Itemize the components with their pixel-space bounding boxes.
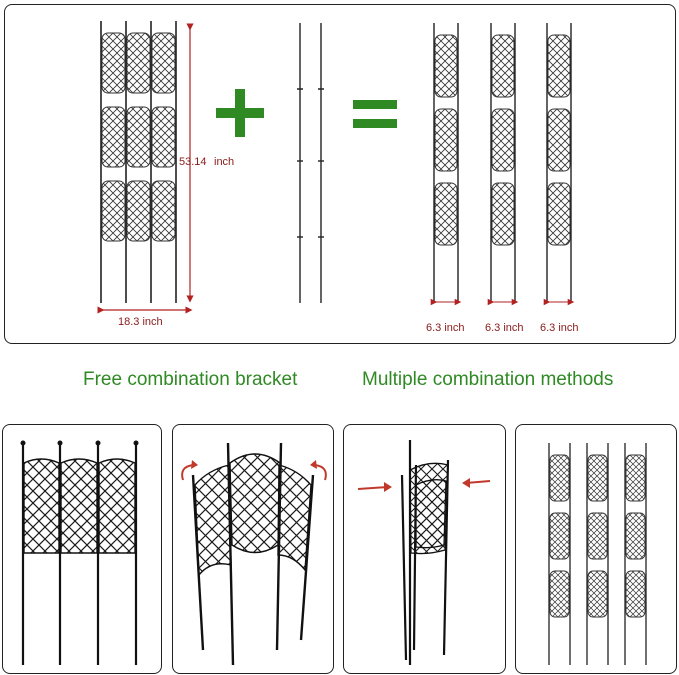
single-trellis-3	[546, 23, 572, 303]
full-trellis	[100, 21, 177, 303]
single-trellis-2	[490, 23, 516, 303]
height-value-label: 53.14	[179, 156, 207, 168]
height-unit-label: inch	[214, 156, 235, 168]
photo-flat-trellis	[2, 424, 162, 674]
caption-multiple-methods: Multiple combination methods	[362, 369, 614, 390]
top-panel: 53.14 inch 18.3 inch 6.3 inch 6.3 inch 6…	[4, 4, 676, 344]
photo-separate-trellises	[515, 424, 677, 674]
piece-width-label-1: 6.3 inch	[426, 322, 465, 334]
photo-curved-trellis	[172, 424, 334, 674]
plus-icon	[216, 89, 264, 137]
single-trellis-1	[433, 23, 459, 303]
caption-free-combination: Free combination bracket	[83, 369, 298, 390]
width-label: 18.3 inch	[118, 316, 163, 328]
equals-icon	[353, 100, 397, 128]
photo-folded-trellis	[343, 424, 506, 674]
top-illustration	[97, 21, 575, 314]
piece-width-label-2: 6.3 inch	[485, 322, 524, 334]
stakes	[297, 23, 324, 303]
piece-width-label-3: 6.3 inch	[540, 322, 579, 334]
